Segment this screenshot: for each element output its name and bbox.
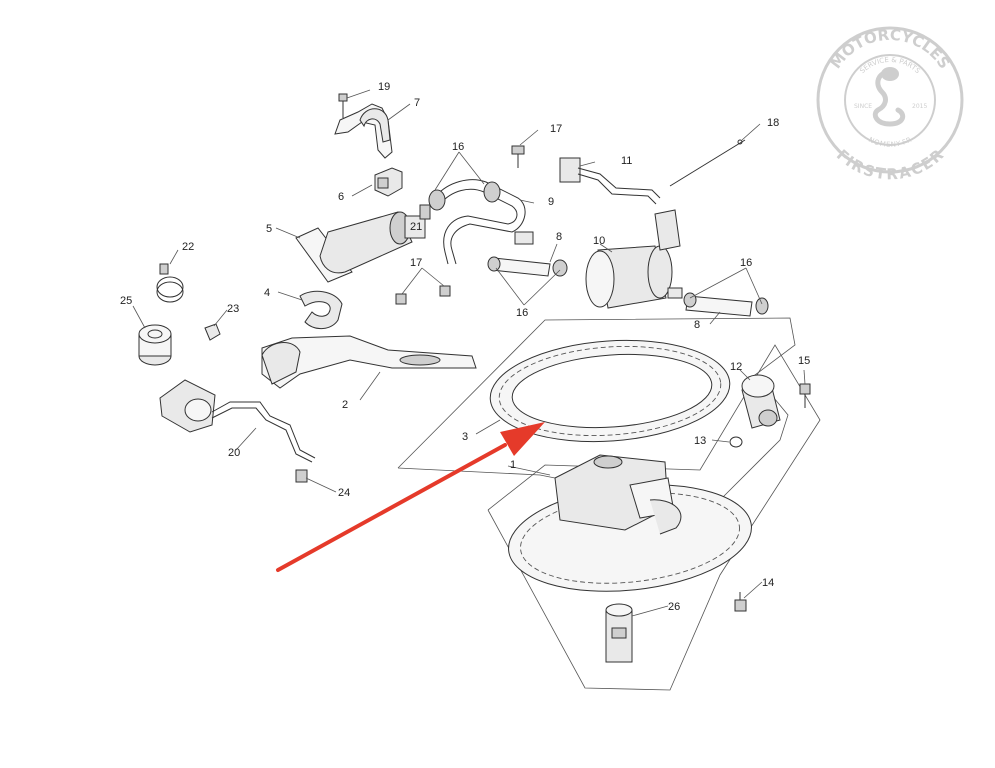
part-7-clamp <box>334 103 393 159</box>
label-14: 14 <box>762 577 774 589</box>
watermark-logo: MOTORCYCLES FIRSTRACER SERVICE & PARTS N… <box>816 26 964 184</box>
label-22: 22 <box>182 241 194 253</box>
part-8-hose-a <box>487 256 568 277</box>
label-24: 24 <box>338 487 350 499</box>
part-labels: 19 7 6 5 4 2 16 17 21 9 11 18 17 8 10 16… <box>120 81 810 613</box>
label-16-mid: 16 <box>516 307 528 319</box>
part-24-nut <box>295 469 308 483</box>
part-2-bracket-plate <box>261 335 477 389</box>
part-3-gasket <box>489 339 731 443</box>
highlight-arrow <box>276 422 545 572</box>
label-20: 20 <box>228 447 240 459</box>
watermark-location-text: NOMENY-FR <box>867 136 913 149</box>
label-25: 25 <box>120 295 132 307</box>
label-8-left: 8 <box>556 231 562 243</box>
label-26: 26 <box>668 601 680 613</box>
label-1: 1 <box>510 459 516 471</box>
label-8-right: 8 <box>694 319 700 331</box>
label-16-right: 16 <box>740 257 752 269</box>
part-22-hose-clip <box>156 263 184 303</box>
part-26-connector <box>605 603 633 663</box>
part-4-bracket <box>299 290 343 329</box>
part-6-connector <box>374 167 403 197</box>
leader-lines <box>132 89 806 617</box>
part-15-screw <box>799 383 811 408</box>
label-12: 12 <box>730 361 742 373</box>
label-7: 7 <box>414 97 420 109</box>
part-20-fuel-level-sender <box>159 379 316 463</box>
part-8-hose-b <box>683 292 769 317</box>
watermark-top-text: MOTORCYCLES <box>827 26 954 72</box>
part-10-fuel-filter <box>585 245 683 309</box>
label-2: 2 <box>342 399 348 411</box>
part-12-pressure-regulator <box>741 374 781 429</box>
label-21: 21 <box>410 221 422 233</box>
part-5-fuel-pump <box>295 204 431 283</box>
part-25-bush <box>138 324 172 366</box>
watermark-since-year: 2015 <box>912 103 927 110</box>
cobra-icon <box>872 67 906 127</box>
label-17-mid: 17 <box>410 257 422 269</box>
label-23: 23 <box>227 303 239 315</box>
label-19: 19 <box>378 81 390 93</box>
part-9-fuel-hose <box>428 179 534 265</box>
label-4: 4 <box>264 287 270 299</box>
part-19-screw <box>338 93 348 118</box>
label-17-top: 17 <box>550 123 562 135</box>
part-11-wiring-harness <box>559 157 681 251</box>
label-13: 13 <box>694 435 706 447</box>
label-5: 5 <box>266 223 272 235</box>
label-6: 6 <box>338 191 344 203</box>
label-3: 3 <box>462 431 468 443</box>
label-10: 10 <box>593 235 605 247</box>
part-13-o-ring <box>729 436 743 448</box>
watermark-bottom-text: FIRSTRACER <box>833 146 947 184</box>
part-14-screw <box>734 592 747 612</box>
label-11: 11 <box>621 155 632 167</box>
part-23-grommet <box>204 323 221 341</box>
label-15: 15 <box>798 355 810 367</box>
label-18: 18 <box>767 117 779 129</box>
part-18-breather-wire <box>669 139 746 187</box>
label-9: 9 <box>548 196 554 208</box>
part-17-bolts <box>395 145 525 305</box>
part-1-pump-mounting-plate <box>508 454 752 592</box>
watermark-since-label: SINCE <box>854 103 872 110</box>
label-16-top: 16 <box>452 141 464 153</box>
